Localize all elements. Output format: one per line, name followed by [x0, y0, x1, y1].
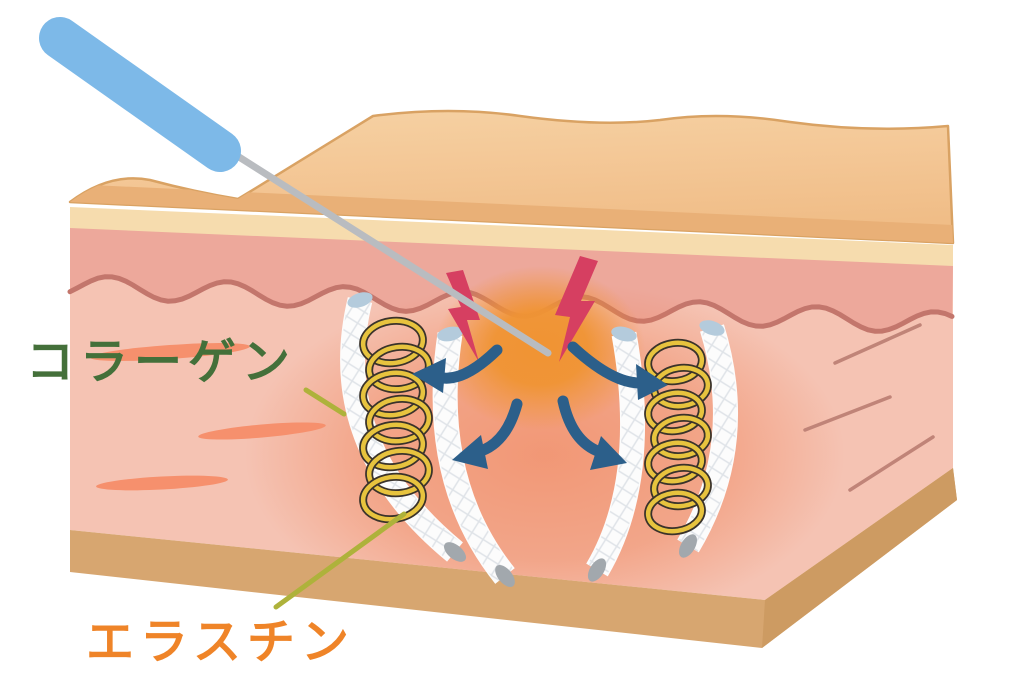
elastin-loop: [645, 490, 705, 534]
elastin-loop: [366, 396, 432, 444]
collagen-pointer-line: [303, 387, 347, 417]
band-cap-top: [347, 292, 373, 308]
elastin-loop: [651, 415, 711, 459]
dermis-streaks: [90, 343, 326, 491]
elastin-loop: [645, 340, 705, 384]
subcutis-band: [70, 468, 957, 648]
spread-arrow-icon: [567, 341, 668, 400]
band-cap-top: [699, 320, 725, 336]
elastin-label: エラスチン: [86, 614, 355, 670]
elastin-loop: [360, 318, 426, 366]
band-cap-top: [611, 326, 637, 342]
lightning-bolt-icon: [555, 256, 598, 362]
collagen-fiber-icon: [432, 326, 515, 588]
collagen-fiber-icon: [586, 326, 646, 582]
elastin-loop: [360, 370, 426, 418]
collagen-label: コラーゲン: [26, 334, 296, 390]
band-cap-bottom: [443, 542, 467, 562]
energy-bolts: [446, 256, 598, 362]
band-cap-bottom: [679, 534, 697, 558]
band-cap-bottom: [587, 558, 607, 582]
annotations: コラーゲン エラスチン: [26, 334, 407, 670]
skin-top-leading-edge: [70, 184, 953, 243]
elastin-loop: [366, 448, 432, 496]
dermis-thin-streaks: [803, 323, 935, 492]
epidermis-band: [70, 207, 953, 266]
elastin-loop: [360, 422, 426, 470]
spread-arrow-icon: [412, 344, 503, 393]
spread-arrow-icon: [557, 395, 627, 470]
elastin-loop: [645, 440, 705, 484]
spread-arrows: [412, 341, 668, 470]
spread-arrow-icon: [452, 398, 523, 469]
elastin-pointer-line: [273, 511, 407, 610]
needle-handle: [39, 17, 241, 172]
elastin-loop: [645, 390, 705, 434]
elastin-loop: [366, 344, 432, 392]
band-cap-top: [437, 326, 463, 342]
elastin-coil-icon: [359, 316, 433, 524]
elastin-loop: [651, 465, 711, 509]
lightning-bolt-icon: [446, 270, 480, 362]
needle-shaft: [224, 146, 552, 357]
needle-icon: [39, 17, 552, 357]
skin-top-surface: [68, 109, 955, 245]
band-cap-bottom: [495, 564, 515, 588]
